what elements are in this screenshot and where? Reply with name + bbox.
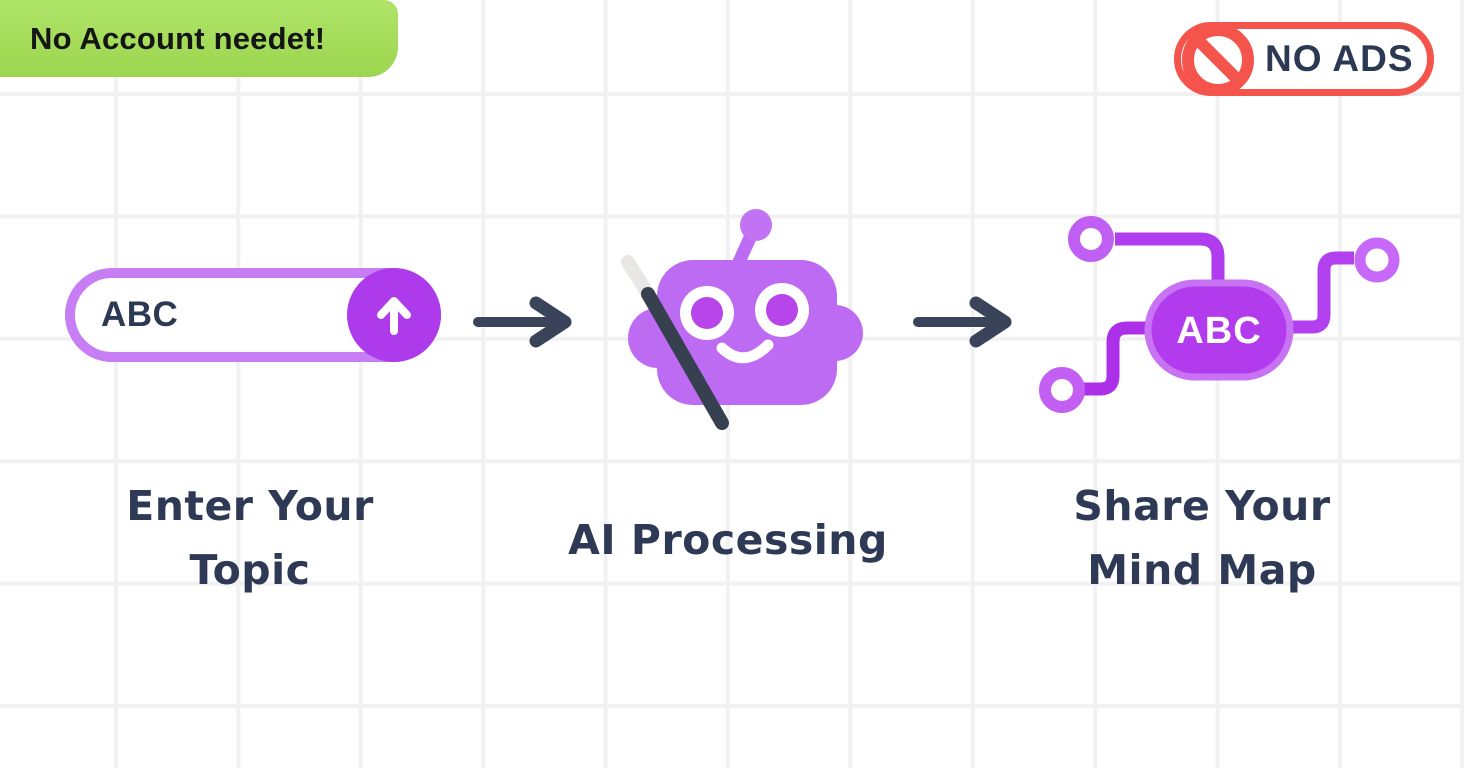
mind-map-icon: ABC [1039,216,1400,413]
prohibition-icon [1182,24,1254,96]
mindmap-central-node [1144,279,1294,381]
no-ads-badge: NO ADS [1174,22,1434,96]
arrow-right-icon [473,296,572,348]
robot-right-pupil [766,294,798,326]
mindmap-branch-top [1115,232,1225,285]
mindmap-branch-bottom-left [1084,321,1148,396]
mindmap-central-node-label: ABC [1176,310,1261,352]
no-account-badge: No Account needet! [0,0,398,77]
submit-topic-button[interactable] [347,268,441,362]
mindmap-node-right [1354,237,1400,283]
robot-left-pupil [691,297,723,329]
mindmap-node-bottom-left [1039,367,1085,413]
no-account-badge-label: No Account needet! [30,20,326,56]
step-label-enter-topic: Enter Your Topic [126,482,374,594]
arrow-right-icon [913,296,1012,348]
magic-wand-icon [641,287,729,430]
mindmap-branch-right [1290,251,1354,334]
robot-smile [716,339,774,364]
robot-magic-wand-icon [621,209,863,430]
arrow-up-icon [377,297,411,335]
topic-input[interactable]: ABC [65,268,441,362]
topic-input-value: ABC [101,295,179,334]
robot-antenna-ball [740,209,772,241]
robot-head [657,260,837,405]
step-label-ai-processing: AI Processing [568,516,888,564]
step-label-share-mind-map: Share Your Mind Map [1073,482,1331,594]
mindmap-node-top-left [1068,216,1114,262]
no-ads-badge-label: NO ADS [1265,38,1414,79]
